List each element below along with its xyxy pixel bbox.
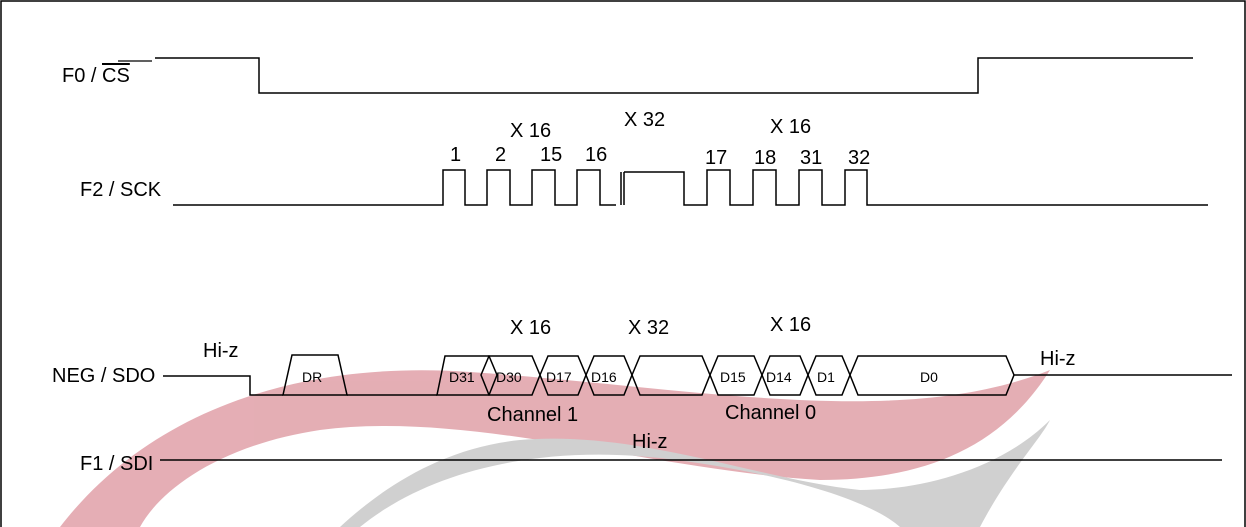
sdo-cell-d0-label: D0 [920,369,938,385]
sdo-cell-d15-label: D15 [720,369,746,385]
sck-pulse-label-15: 15 [540,144,562,166]
sdo-channel-1: Channel 1 [487,404,578,426]
sdo-cell-d31 [436,355,498,396]
sdi-hiz: Hi-z [632,431,668,453]
sdo-repeat-mid: X 32 [628,317,669,339]
sck-waveform-2 [624,169,1208,206]
watermark-red-arc [60,370,1050,527]
sdo-cell-d17-label: D17 [546,369,572,385]
sck-repeat-right: X 16 [770,116,811,138]
sdo-hiz-left: Hi-z [203,340,239,362]
sck-repeat-left: X 16 [510,120,551,142]
sck-pulse-label-2: 2 [495,144,506,166]
sdi-label: F1 / SDI [80,453,153,475]
sdo-data-cells: D31 D30 D17 D16 D15 D14 D1 D0 [436,355,1015,396]
sdo-repeat-left: X 16 [510,317,551,339]
sck-pulse-label-17: 17 [705,147,727,169]
sdo-cell-d30-label: D30 [496,369,522,385]
sck-label: F2 / SCK [80,179,162,201]
sck-pulse-label-1: 1 [450,144,461,166]
watermark-gray-arc [340,420,1050,527]
watermark-logo [60,370,1050,527]
sdo-cell-dr-label: DR [302,369,322,385]
sdo-cell-d31-label: D31 [449,369,475,385]
sck-waveform [173,169,616,206]
cs-label: F0 / CS [62,65,130,87]
sck-pulse-label-31: 31 [800,147,822,169]
sck-pulse-label-32: 32 [848,147,870,169]
sdo-cell-d14-label: D14 [766,369,792,385]
cs-label-name: CS [102,65,130,87]
sdo-channel-0: Channel 0 [725,402,816,424]
sdo-cell-d30 [480,355,541,396]
sdo-cell-d16-label: D16 [591,369,617,385]
sdo-hiz-right: Hi-z [1040,348,1076,370]
cs-label-prefix: F0 / [62,65,102,87]
sdo-cell-d1-label: D1 [817,369,835,385]
sdo-label: NEG / SDO [52,365,155,387]
sdo-hiz-left-line [163,375,283,396]
sck-repeat-mid: X 32 [624,109,665,131]
sdo-cell-dr [282,354,348,396]
sdo-repeat-right: X 16 [770,314,811,336]
sck-pulse-label-16: 16 [585,144,607,166]
cs-waveform [155,57,1193,94]
sck-pulse-label-18: 18 [754,147,776,169]
